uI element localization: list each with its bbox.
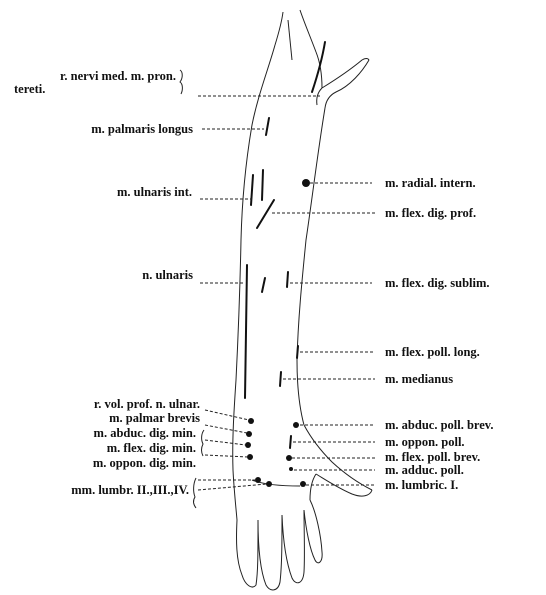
label-radial-intern: m. radial. intern. <box>385 176 476 190</box>
mark-flex-dig-prof <box>257 200 274 228</box>
label-oppon-dig-min: m. oppon. dig. min. <box>93 456 196 470</box>
label-lumbr-II-IV: mm. lumbr. II.,III.,IV. <box>71 483 189 497</box>
label-flex-poll-brev: m. flex. poll. brev. <box>385 450 480 464</box>
point-lumbric-I <box>300 481 306 487</box>
mark-n-ulnaris <box>245 265 247 398</box>
right-labels: m. radial. intern. m. flex. dig. prof. m… <box>385 176 493 492</box>
label-flex-dig-sublim: m. flex. dig. sublim. <box>385 276 490 290</box>
mark-nerve-pron <box>312 42 325 92</box>
point-flex-poll-brev <box>286 455 292 461</box>
point-adduc-poll <box>289 467 293 471</box>
mark-ulnaris-int-2 <box>262 170 263 200</box>
label-oppon-poll: m. oppon. poll. <box>385 435 465 449</box>
point-vol-prof <box>248 418 254 424</box>
label-flex-dig-prof: m. flex. dig. prof. <box>385 206 476 220</box>
label-flex-poll-long: m. flex. poll. long. <box>385 345 480 359</box>
label-palmar-brevis: m. palmar brevis <box>109 411 200 425</box>
point-abduc-dig-min <box>246 431 252 437</box>
mark-oppon-poll <box>290 436 291 448</box>
label-abduc-poll-brev: m. abduc. poll. brev. <box>385 418 493 432</box>
mark-palmaris <box>266 118 269 135</box>
mark-medianus <box>280 372 281 386</box>
mark-flex-poll-long <box>297 346 298 358</box>
left-labels: r. nervi med. m. pron. tereti. m. palmar… <box>14 69 200 497</box>
point-radial-intern <box>302 179 310 187</box>
label-palmaris-longus: m. palmaris longus <box>91 122 193 136</box>
label-nervi-med-pron: r. nervi med. m. pron. <box>60 69 176 83</box>
label-lumbric-I: m. lumbric. I. <box>385 478 458 492</box>
label-tereti: tereti. <box>14 82 45 96</box>
label-ulnaris-int: m. ulnaris int. <box>117 185 192 199</box>
mark-sublim-a <box>262 278 265 292</box>
point-lumbr-b <box>266 481 272 487</box>
mark-sublim-b <box>287 272 288 287</box>
leader-lines <box>198 96 375 490</box>
arm-outline <box>233 10 372 590</box>
label-vol-prof-n-ulnar: r. vol. prof. n. ulnar. <box>94 397 200 411</box>
point-abduc-poll <box>293 422 299 428</box>
label-adduc-poll: m. adduc. poll. <box>385 463 464 477</box>
label-medianus: m. medianus <box>385 372 453 386</box>
label-abduc-dig-min: m. abduc. dig. min. <box>94 426 196 440</box>
label-n-ulnaris: n. ulnaris <box>142 268 193 282</box>
label-flex-dig-min: m. flex. dig. min. <box>107 441 196 455</box>
mark-ulnaris-int <box>251 175 253 205</box>
motor-marks <box>245 42 325 487</box>
